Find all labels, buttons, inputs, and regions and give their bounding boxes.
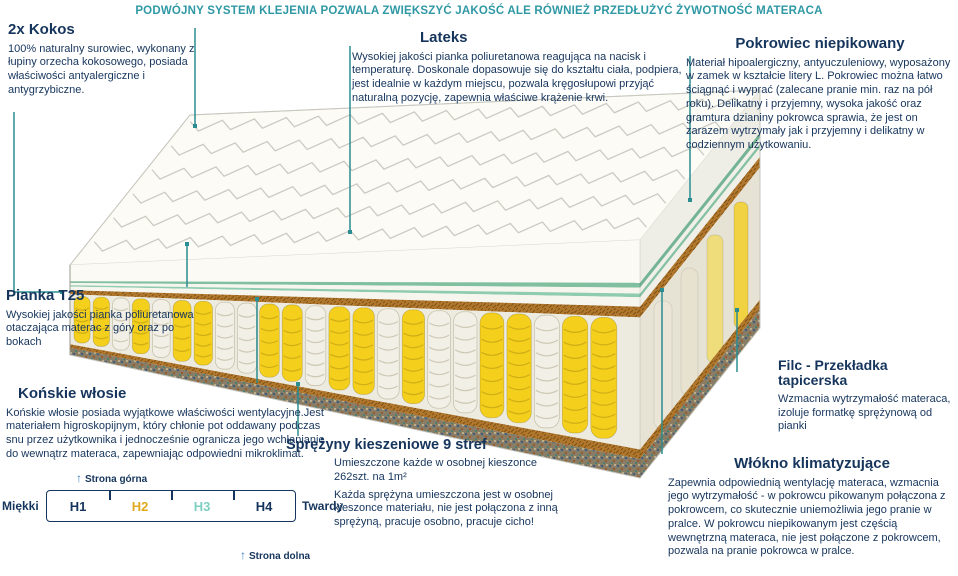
annotation-kokos-body: 100% naturalny surowiec, wykonany z łupi…: [8, 42, 195, 96]
leader-line-kokos: [13, 112, 62, 293]
mattress-front-face: [69, 89, 761, 479]
annotation-kokos-title: 2x Kokos: [8, 21, 75, 38]
layer-latex-1: [70, 281, 640, 288]
layer-coconut-top: [70, 290, 640, 318]
annotation-lateks: Lateks Wysokiej jakości pianka poliureta…: [352, 29, 682, 106]
leader-dots: [60, 124, 739, 386]
annotation-sprezyny-text: Każda sprężyna umieszczona jest w osobne…: [334, 488, 558, 529]
headline: PODWÓJNY SYSTEM KLEJENIA POZWALA ZWIĘKSZ…: [135, 5, 823, 17]
annotation-pokrowiec-body: Materiał hipoalergiczny, antyuczuleniowy…: [686, 56, 951, 152]
mattress-side-face: [640, 90, 760, 478]
annotation-pokrowiec-title: Pokrowiec niepikowany: [735, 35, 905, 52]
layer-coconut-bottom: [70, 344, 640, 459]
hardness-scale: H1 H2 H3 H4: [46, 490, 296, 522]
bottom-side-note: ↑Strona dolna: [240, 548, 310, 562]
up-arrow-icon: ↑: [76, 471, 82, 485]
layer-latex-2: [70, 285, 640, 298]
annotation-filc-title: Filc - Przekładka tapicerska: [778, 357, 888, 389]
annotation-filc: Filc - Przekładka tapicerska Wzmacnia wy…: [778, 357, 954, 434]
side-base-layer: [640, 309, 760, 478]
hardness-level-h3: H3: [171, 491, 233, 521]
scale-hard-label: Twardy: [302, 499, 344, 513]
layer-base-fabric: [70, 347, 640, 478]
side-coconut-layer: [640, 156, 760, 318]
annotation-wlokno: Włókno klimatyzujące Zapewnia odpowiedni…: [668, 455, 956, 559]
side-coconut-layer-2: [640, 299, 760, 459]
annotation-sprezyny: Sprężyny kieszeniowe 9 stref: [286, 437, 546, 458]
pocket-springs: [73, 296, 618, 439]
side-foam-layer: [640, 90, 760, 283]
annotation-filc-body: Wzmacnia wytrzymałość materaca, izoluje …: [778, 392, 951, 433]
scale-tick: [171, 491, 173, 500]
annotation-konskie-title: Końskie włosie: [18, 385, 127, 402]
annotation-kokos: 2x Kokos 100% naturalny surowiec, wykona…: [8, 21, 203, 98]
annotation-pokrowiec: Pokrowiec niepikowany Materiał hipoalerg…: [686, 35, 954, 153]
layer-foam-t25: [70, 240, 640, 283]
bottom-side-label: Strona dolna: [249, 551, 311, 562]
annotation-pianka: Pianka T25 Wysokiej jakości pianka poliu…: [6, 287, 196, 350]
annotation-konskie-body: Końskie włosie posiada wyjątkowe właściw…: [6, 406, 325, 460]
hardness-level-h1: H1: [69, 498, 87, 514]
up-arrow-icon: ↑: [240, 548, 246, 562]
annotation-sprezyny-body: Umieszczone każde w osobnej kieszonce 26…: [334, 457, 569, 534]
annotation-wlokno-body: Zapewnia odpowiednią wentylację materaca…: [668, 476, 946, 558]
zigzag-quilting: [86, 97, 750, 252]
top-side-label: Strona górna: [85, 474, 148, 485]
annotation-wlokno-title: Włókno klimatyzujące: [734, 455, 890, 472]
annotation-lateks-body: Wysokiej jakości pianka poliuretanowa re…: [352, 50, 682, 104]
scale-tick: [109, 491, 111, 500]
scale-soft-label: Miękki: [2, 499, 39, 513]
leader-lines: [13, 28, 738, 454]
annotation-sprezyny-intro: Umieszczone każde w osobnej kieszonce 26…: [334, 457, 537, 483]
annotation-pianka-body: Wysokiej jakości pianka poliuretanowa ot…: [6, 308, 194, 349]
scale-tick: [233, 491, 235, 500]
annotation-sprezyny-title: Sprężyny kieszeniowe 9 stref: [286, 437, 487, 453]
hardness-level-h2: H2: [109, 491, 171, 521]
annotation-konskie: Końskie włosie Końskie włosie posiada wy…: [6, 385, 326, 462]
hardness-level-h4: H4: [233, 491, 295, 521]
top-side-note: ↑Strona górna: [76, 471, 147, 485]
annotation-pianka-title: Pianka T25: [6, 287, 85, 304]
annotation-lateks-title: Lateks: [420, 29, 468, 46]
